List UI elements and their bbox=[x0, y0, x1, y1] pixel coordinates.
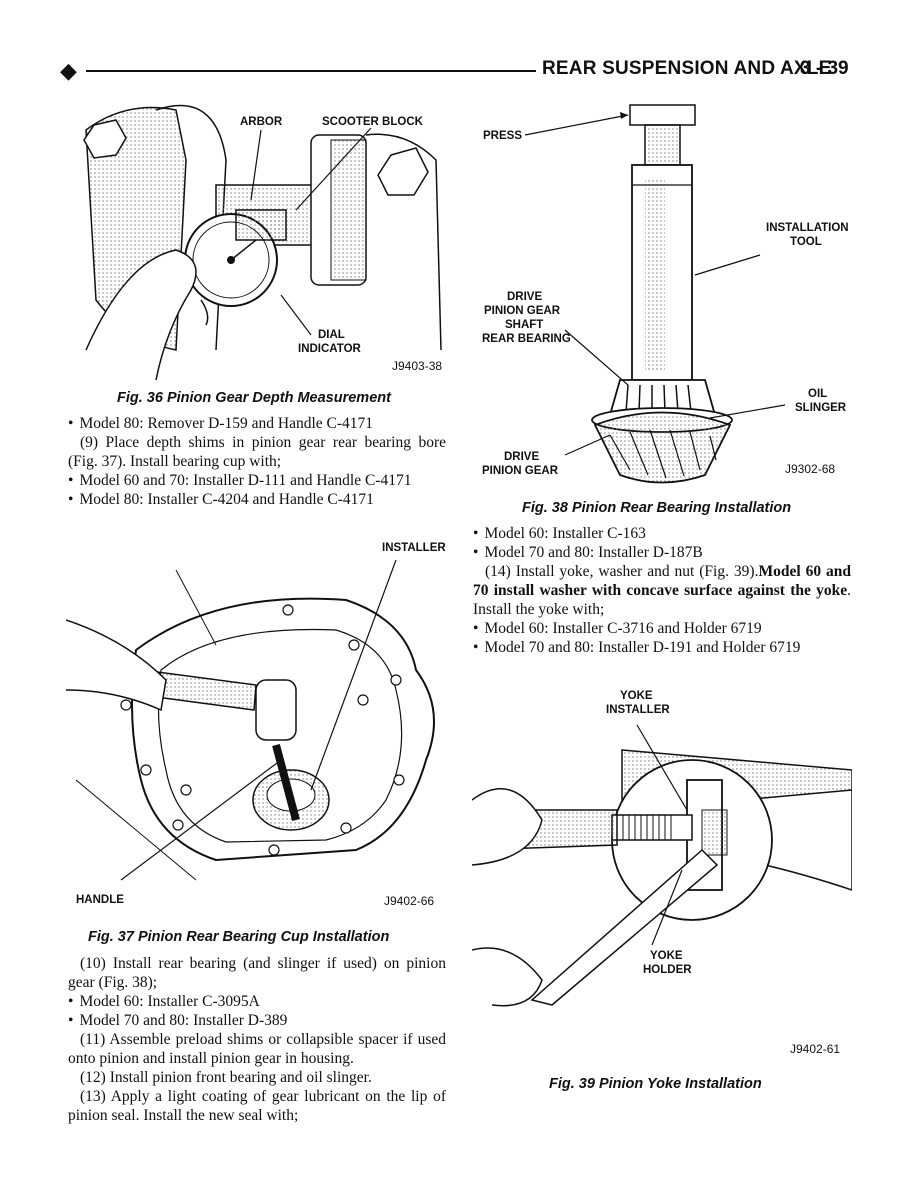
step-14-text: (14) Install yoke, washer and nut (Fig. … bbox=[485, 563, 759, 580]
fig38-installation-tool-label-1: INSTALLATION bbox=[766, 222, 849, 234]
list-item: Model 70 and 80: Installer D-187B bbox=[473, 543, 851, 562]
list-item: Model 70 and 80: Installer D-389 bbox=[68, 1011, 446, 1030]
list-item: Model 60: Installer C-3716 and Holder 67… bbox=[473, 619, 851, 638]
fig39-yoke-installer-label-1: YOKE bbox=[620, 690, 653, 702]
list-item: Model 80: Remover D-159 and Handle C-417… bbox=[68, 414, 446, 433]
fig36-dial-indicator-label-2: INDICATOR bbox=[298, 343, 361, 355]
fig36-illustration bbox=[66, 100, 456, 380]
fig38-shaft-bearing-label-3: SHAFT bbox=[505, 319, 544, 331]
right-text-block: Model 60: Installer C-163 Model 70 and 8… bbox=[473, 524, 851, 657]
fig37-code: J9402-66 bbox=[384, 894, 435, 908]
step-13: (13) Apply a light coating of gear lubri… bbox=[68, 1088, 446, 1124]
left-text-block-1: Model 80: Remover D-159 and Handle C-417… bbox=[68, 414, 446, 509]
fig38-illustration bbox=[480, 100, 850, 485]
step-14: (14) Install yoke, washer and nut (Fig. … bbox=[473, 562, 851, 619]
fig39-yoke-installer-label-2: INSTALLER bbox=[606, 704, 670, 716]
list-item: Model 60: Installer C-163 bbox=[473, 524, 851, 543]
left-text-block-2: (10) Install rear bearing (and slinger i… bbox=[68, 954, 446, 1125]
fig38-shaft-bearing-label-1: DRIVE bbox=[507, 291, 543, 303]
fig38-drive-pinion-label-1: DRIVE bbox=[504, 451, 540, 463]
step-12: (12) Install pinion front bearing and oi… bbox=[80, 1069, 372, 1086]
fig36-dial-indicator-label-1: DIAL bbox=[318, 329, 345, 341]
fig38-shaft-bearing-label-4: REAR BEARING bbox=[482, 333, 571, 345]
step-14-bold-note: Model 60 and 70 install washer with conc… bbox=[473, 563, 851, 599]
step-10: (10) Install rear bearing (and slinger i… bbox=[68, 955, 446, 991]
fig39-code: J9402-61 bbox=[790, 1042, 841, 1056]
fig38-installation-tool-label-2: TOOL bbox=[790, 236, 822, 248]
fig38-caption: Fig. 38 Pinion Rear Bearing Installation bbox=[522, 500, 792, 516]
fig37-installer-label: INSTALLER bbox=[382, 542, 446, 554]
fig39-yoke-holder-label-2: HOLDER bbox=[643, 964, 692, 976]
fig38-oil-slinger-label-1: OIL bbox=[808, 388, 828, 400]
fig39-illustration bbox=[472, 700, 852, 1010]
fig36-scooter-block-label: SCOOTER BLOCK bbox=[322, 116, 423, 128]
fig37-caption: Fig. 37 Pinion Rear Bearing Cup Installa… bbox=[88, 929, 390, 945]
page-number: 3 - 39 bbox=[800, 58, 849, 79]
header-rule bbox=[86, 70, 536, 72]
fig38-drive-pinion-label-2: PINION GEAR bbox=[482, 465, 559, 477]
fig38-press-label: PRESS bbox=[483, 130, 522, 142]
list-item: Model 80: Installer C-4204 and Handle C-… bbox=[68, 490, 446, 509]
fig38-oil-slinger-label-2: SLINGER bbox=[795, 402, 847, 414]
fig36-arbor-label: ARBOR bbox=[240, 116, 283, 128]
header-diamond-icon: ◆ bbox=[60, 59, 77, 84]
fig37-handle-label: HANDLE bbox=[76, 894, 124, 906]
section-title: REAR SUSPENSION AND AXLE bbox=[542, 58, 832, 79]
step-14-text-end: . Install the yoke with; bbox=[473, 582, 851, 618]
step-11: (11) Assemble preload shims or collapsib… bbox=[68, 1031, 446, 1067]
fig38-code: J9302-68 bbox=[785, 462, 836, 476]
list-item: Model 60: Installer C-3095A bbox=[68, 992, 446, 1011]
list-item: Model 60 and 70: Installer D-111 and Han… bbox=[68, 471, 446, 490]
fig38-shaft-bearing-label-2: PINION GEAR bbox=[484, 305, 561, 317]
step-9: (9) Place depth shims in pinion gear rea… bbox=[68, 434, 446, 470]
fig36-code: J9403-38 bbox=[392, 359, 443, 373]
fig39-caption: Fig. 39 Pinion Yoke Installation bbox=[549, 1076, 762, 1092]
fig39-yoke-holder-label-1: YOKE bbox=[650, 950, 683, 962]
list-item: Model 70 and 80: Installer D-191 and Hol… bbox=[473, 638, 851, 657]
fig37-illustration bbox=[66, 550, 451, 885]
fig36-caption: Fig. 36 Pinion Gear Depth Measurement bbox=[117, 390, 391, 406]
